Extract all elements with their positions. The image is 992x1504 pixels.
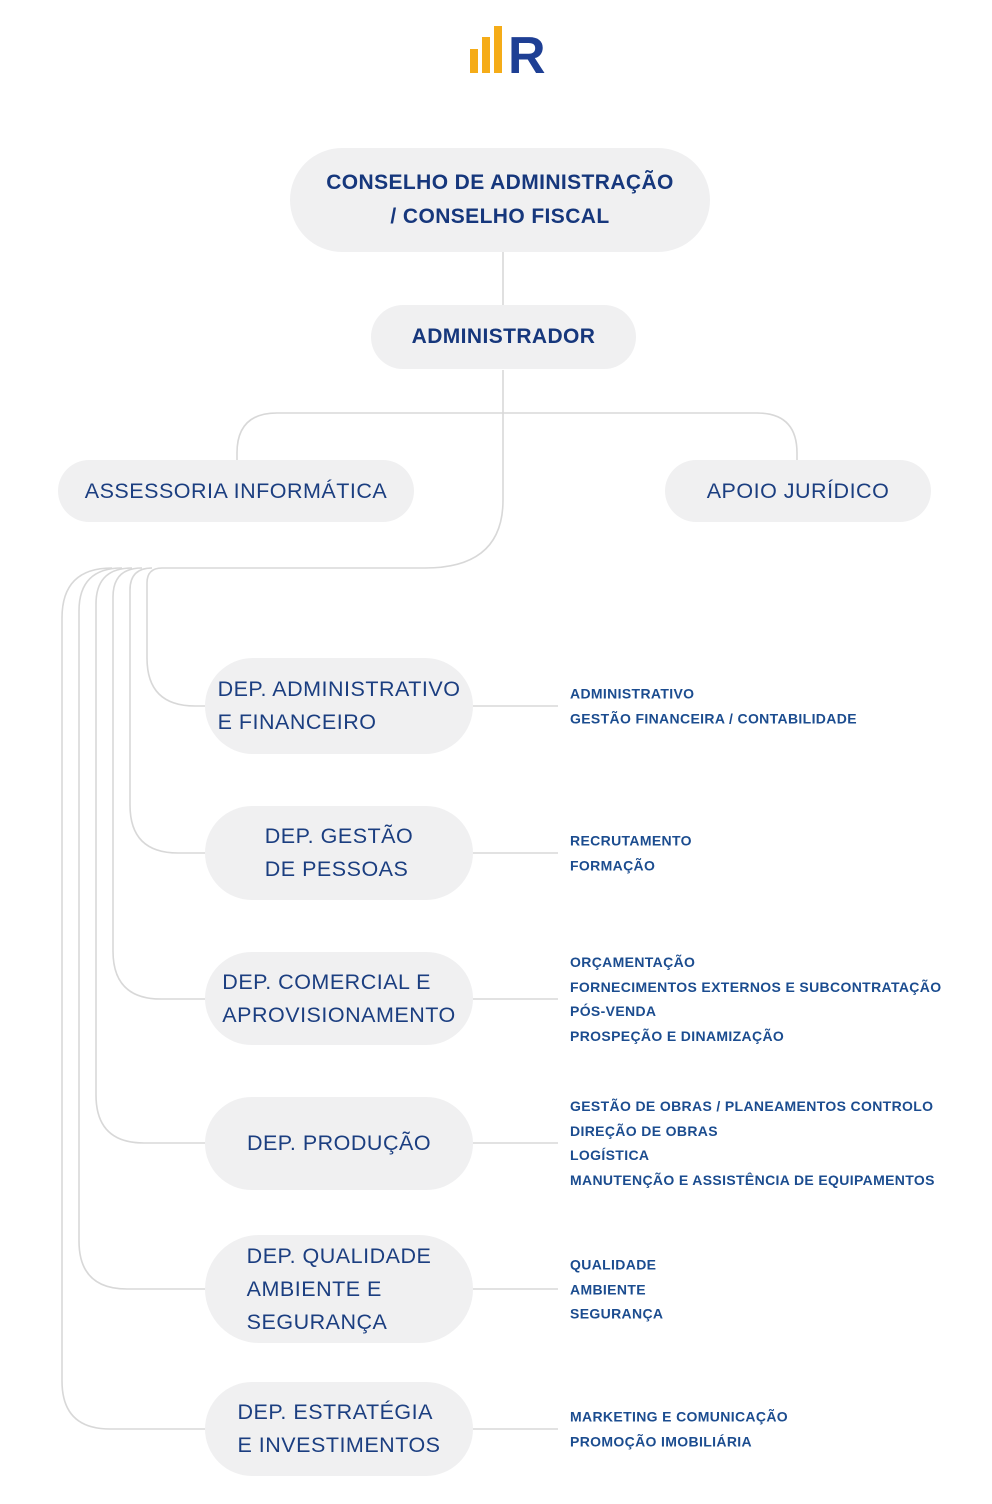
node-label: ADMINISTRADOR xyxy=(411,325,596,348)
node-label-line: DEP. GESTÃO xyxy=(264,824,414,848)
items-dep-qualidade-ambiente-seguranca: QUALIDADE AMBIENTE SEGURANÇA xyxy=(570,1252,663,1326)
node-label: APOIO JURÍDICO xyxy=(706,478,890,503)
node-dep-qualidade-ambiente-seguranca: DEP. QUALIDADE AMBIENTE E SEGURANÇA xyxy=(205,1235,473,1343)
sub-item: ORÇAMENTAÇÃO xyxy=(570,954,696,970)
node-dep-estrategia-investimentos: DEP. ESTRATÉGIA E INVESTIMENTOS xyxy=(205,1382,473,1476)
line-split-side-boxes xyxy=(236,412,798,460)
node-label: ASSESSORIA INFORMÁTICA xyxy=(84,478,388,503)
items-dep-administrativo-financeiro: ADMINISTRATIVO GESTÃO FINANCEIRA / CONTA… xyxy=(570,682,857,731)
node-label-line: E INVESTIMENTOS xyxy=(237,1433,441,1457)
items-dep-estrategia-investimentos: MARKETING E COMUNICAÇÃO PROMOÇÃO IMOBILI… xyxy=(570,1405,788,1454)
items-dep-gestao-pessoas: RECRUTAMENTO FORMAÇÃO xyxy=(570,829,692,878)
company-logo: R xyxy=(470,26,546,85)
node-label-line: DEP. ESTRATÉGIA xyxy=(237,1400,433,1424)
node-label-line: DEP. QUALIDADE xyxy=(246,1243,432,1268)
logo-bar-short xyxy=(470,49,478,73)
sub-item: DIREÇÃO DE OBRAS xyxy=(570,1122,718,1139)
items-dep-producao: GESTÃO DE OBRAS / PLANEAMENTOS CONTROLO … xyxy=(570,1094,935,1192)
sub-item: MARKETING E COMUNICAÇÃO xyxy=(570,1408,789,1425)
branch-dept-2 xyxy=(129,567,205,854)
sub-item: PROSPEÇÃO E DINAMIZAÇÃO xyxy=(570,1027,785,1044)
sub-item: FORNECIMENTOS EXTERNOS E SUBCONTRATAÇÃO xyxy=(570,978,942,995)
sub-item: SEGURANÇA xyxy=(570,1305,664,1322)
node-conselho-administracao: CONSELHO DE ADMINISTRAÇÃO / CONSELHO FIS… xyxy=(290,148,710,252)
node-label-line: DEP. COMERCIAL E xyxy=(222,969,432,994)
node-label-line: DEP. ADMINISTRATIVO xyxy=(217,677,461,701)
node-dep-gestao-pessoas: DEP. GESTÃO DE PESSOAS xyxy=(205,806,473,900)
branch-dept-5 xyxy=(78,567,205,1290)
bar-chart-icon xyxy=(470,26,506,73)
line-trunk xyxy=(162,370,504,569)
sub-item: FORMAÇÃO xyxy=(570,857,656,873)
sub-item: MANUTENÇÃO E ASSISTÊNCIA DE EQUIPAMENTOS xyxy=(570,1171,935,1188)
node-label-line: APROVISIONAMENTO xyxy=(222,1002,456,1027)
logo-bar-tall xyxy=(494,26,502,73)
node-label-line: / CONSELHO FISCAL xyxy=(390,205,610,228)
items-dep-comercial-aprovisionamento: ORÇAMENTAÇÃO FORNECIMENTOS EXTERNOS E SU… xyxy=(570,950,941,1048)
branch-dept-1 xyxy=(146,567,205,707)
branch-dept-3 xyxy=(112,567,205,1000)
node-label-line: AMBIENTE E xyxy=(246,1276,382,1301)
node-label-line: E FINANCEIRO xyxy=(217,710,377,734)
node-dep-administrativo-financeiro: DEP. ADMINISTRATIVO E FINANCEIRO xyxy=(205,658,473,754)
sub-item: RECRUTAMENTO xyxy=(570,832,692,849)
sub-item: QUALIDADE xyxy=(570,1256,657,1273)
node-label-line: DEP. PRODUÇÃO xyxy=(246,1131,432,1155)
node-dep-comercial-aprovisionamento: DEP. COMERCIAL E APROVISIONAMENTO xyxy=(205,952,473,1045)
sub-item: LOGÍSTICA xyxy=(570,1147,650,1163)
node-dep-producao: DEP. PRODUÇÃO xyxy=(205,1097,473,1190)
node-apoio-juridico: APOIO JURÍDICO xyxy=(665,460,931,522)
sub-item: AMBIENTE xyxy=(570,1280,646,1297)
sub-item: ADMINISTRATIVO xyxy=(570,685,695,702)
node-label-line: SEGURANÇA xyxy=(246,1309,388,1334)
logo-letter: R xyxy=(508,27,546,85)
sub-item: PÓS-VENDA xyxy=(570,1003,657,1019)
node-label-line: CONSELHO DE ADMINISTRAÇÃO xyxy=(326,171,674,194)
sub-item: PROMOÇÃO IMOBILIÁRIA xyxy=(570,1433,752,1449)
branch-dept-4 xyxy=(95,567,205,1144)
node-label-line: DE PESSOAS xyxy=(264,857,409,881)
logo-bar-medium xyxy=(482,37,490,73)
node-administrador: ADMINISTRADOR xyxy=(371,305,636,369)
sub-item: GESTÃO DE OBRAS / PLANEAMENTOS CONTROLO xyxy=(570,1098,934,1114)
node-assessoria-informatica: ASSESSORIA INFORMÁTICA xyxy=(58,460,414,522)
sub-item: GESTÃO FINANCEIRA / CONTABILIDADE xyxy=(570,710,857,726)
branch-dept-6 xyxy=(61,567,205,1430)
